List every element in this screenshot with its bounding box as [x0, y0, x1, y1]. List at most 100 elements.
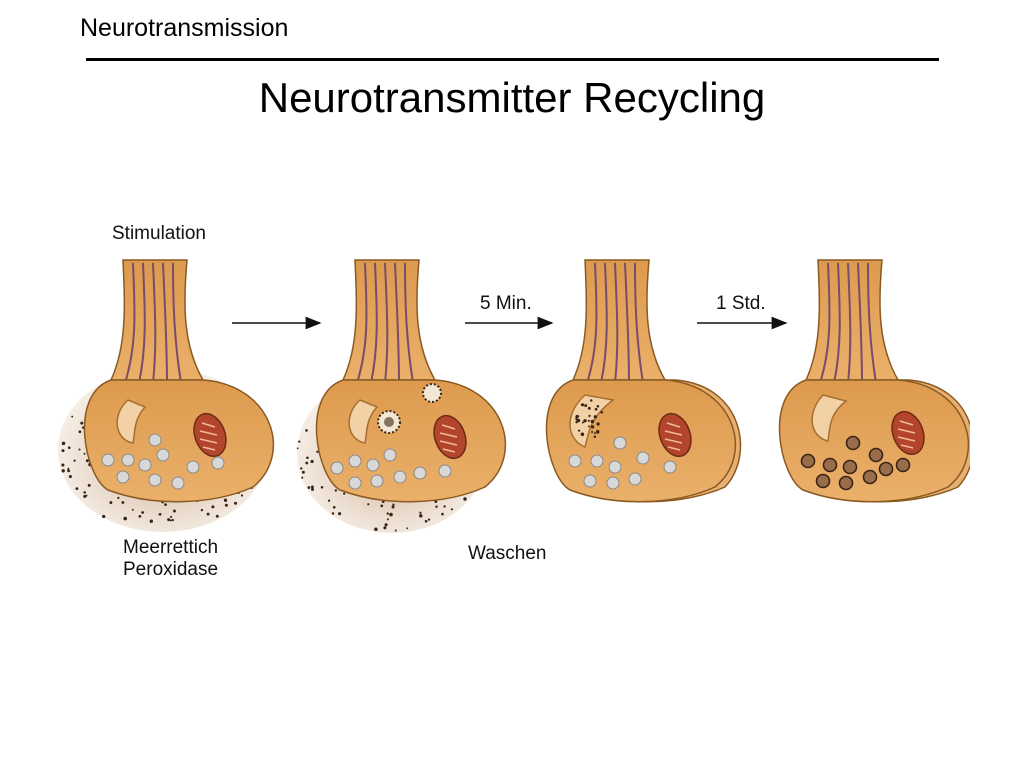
hrp-dot [580, 432, 585, 437]
hrp-dot [121, 501, 125, 504]
hrp-dot [301, 470, 305, 474]
label-hrp: Meerrettich Peroxidase [123, 537, 218, 582]
hrp-dot [83, 491, 86, 494]
hrp-dot [600, 410, 603, 414]
hrp-dot [596, 405, 600, 408]
hrp-dot [593, 415, 598, 419]
terminal-wash [296, 259, 507, 533]
hrp-dot [305, 461, 309, 465]
label-hrp-line1: Meerrettich [123, 537, 219, 558]
hrp-dot [78, 430, 82, 434]
hrp-dot [419, 511, 422, 514]
terminal-stimulation [58, 259, 275, 532]
hrp-dot [71, 415, 74, 418]
hrp-dot [419, 514, 423, 518]
label-hrp-line2: Peroxidase [123, 559, 219, 581]
hrp-dot [583, 419, 587, 423]
hrp-dot [83, 452, 86, 455]
hrp-dot [301, 476, 304, 479]
hrp-dot [117, 496, 120, 499]
hrp-dot [83, 494, 87, 498]
hrp-dot [593, 435, 597, 438]
endosome-4 [811, 394, 848, 442]
hrp-dot [590, 399, 593, 402]
bouton-2 [315, 379, 507, 503]
hrp-dot [61, 469, 65, 473]
hrp-dot [109, 501, 113, 505]
hrp-dot [343, 492, 346, 495]
hrp-dot [206, 512, 210, 516]
hrp-dot [211, 505, 215, 509]
vesicles-1 [101, 433, 225, 490]
endosome-1 [116, 399, 147, 444]
hrp-dot [67, 469, 71, 473]
diagram-canvas [58, 259, 970, 533]
hrp-dot [591, 431, 594, 433]
hrp-dot [588, 414, 591, 418]
hrp-dot [173, 509, 176, 513]
hrp-dot [310, 459, 314, 464]
hrp-dot [171, 518, 174, 522]
hrp-dot [123, 516, 127, 521]
hrp-dot [149, 519, 153, 523]
hrp-dot [320, 486, 324, 489]
hrp-dot [576, 419, 579, 422]
hrp-dot [384, 523, 388, 527]
hrp-dot [224, 503, 228, 507]
hrp-dot [73, 459, 76, 462]
hrp-dot [102, 514, 106, 519]
hrp-dot [577, 429, 581, 432]
hrp-dot [590, 419, 595, 424]
hrp-dot [424, 519, 428, 523]
mitochondrion-2 [433, 414, 467, 460]
hrp-dot [310, 487, 315, 491]
hrp-dot [380, 504, 384, 508]
hrp-dot [61, 449, 65, 453]
hrp-dot [593, 432, 596, 435]
hrp-dot [67, 467, 70, 470]
hrp-dot [61, 441, 66, 446]
header-rule [86, 58, 939, 61]
bouton-3 [545, 379, 737, 503]
hrp-dot [334, 489, 337, 492]
axon-stripes-1 [124, 262, 182, 384]
hrp-dot [85, 459, 89, 463]
hrp-dot [80, 421, 84, 425]
hrp-dot [596, 422, 600, 426]
hrp-dot [374, 527, 378, 531]
vesicles-3 [568, 436, 677, 490]
hrp-dot [577, 415, 580, 418]
mitochondrion-3 [658, 412, 692, 458]
hrp-dot [223, 498, 228, 502]
hrp-dot [305, 429, 308, 432]
hrp-dot [141, 511, 144, 514]
hrp-dot [68, 474, 72, 479]
hrp-dot [391, 505, 395, 509]
mitochondrion-1 [193, 412, 227, 458]
hrp-dot [240, 494, 244, 497]
axon-3 [571, 259, 667, 381]
label-wash: Waschen [468, 543, 547, 564]
hrp-dot [584, 404, 588, 408]
hrp-dot [581, 421, 584, 424]
hrp-dot [307, 486, 311, 489]
recycling-diagram: Stimulation 5 Min. 1 Std. Meerrettich Pe… [50, 215, 970, 595]
hrp-dot [167, 518, 171, 522]
hrp-dot [78, 448, 81, 451]
hrp-dot [392, 503, 395, 506]
hrp-dot [169, 519, 172, 522]
hrp-dot [463, 497, 467, 501]
hrp-dot [338, 512, 342, 516]
hrp-dot [389, 512, 393, 517]
hrp-dot [158, 513, 161, 516]
hrp-dot [441, 512, 444, 516]
hrp-dot [580, 403, 585, 407]
label-time-5min: 5 Min. [480, 293, 532, 314]
axon-stripes-3 [586, 262, 644, 384]
hrp-dot [316, 450, 319, 453]
coated-vesicle-2 [377, 383, 442, 434]
hrp-dot [75, 487, 79, 491]
hrp-dot [215, 514, 219, 518]
hrp-dot [300, 467, 303, 470]
endosome-3-hrp [569, 394, 615, 448]
